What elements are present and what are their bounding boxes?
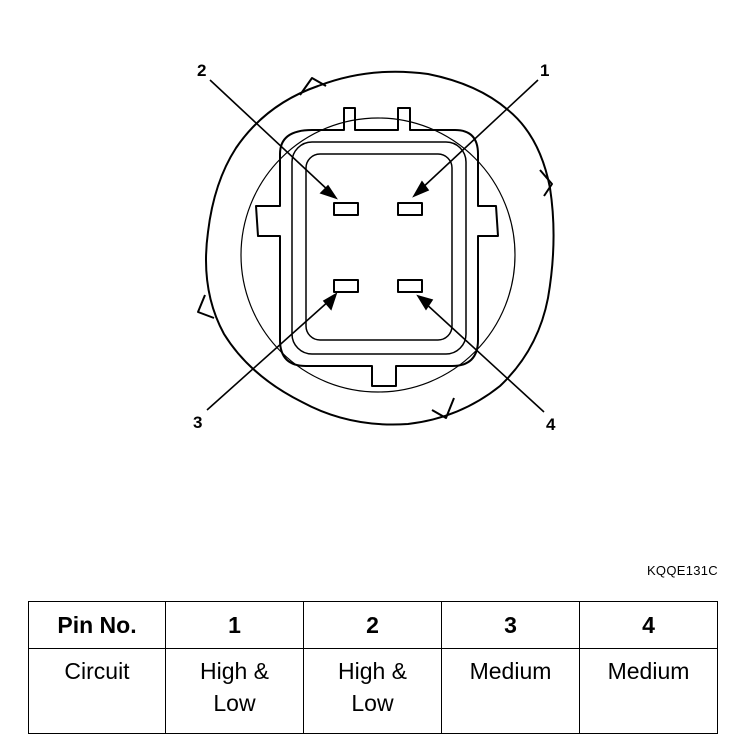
callout-1: 1 [540, 61, 549, 80]
circuit-cell-pin-3: Medium [441, 648, 580, 734]
cell-line: Low [213, 690, 256, 716]
leader-line-2 [209, 79, 331, 193]
hex-plate-edge [431, 397, 455, 419]
cell-line: Low [351, 690, 394, 716]
circuit-cell-pin-2: High & Low [303, 648, 442, 734]
cell-line: High & [337, 658, 408, 684]
hex-plate-edge [197, 294, 215, 319]
leader-line-3 [206, 299, 331, 411]
sensor-body-outline [205, 70, 555, 426]
pin-circuit-table: Pin No. 1 2 3 4 Circuit High & Low High … [28, 601, 718, 734]
connector-diagram: 2 1 3 4 [193, 61, 556, 434]
row-label-circuit: Circuit [28, 648, 166, 734]
circuit-cell-pin-1: High & Low [165, 648, 304, 734]
pin-2 [333, 202, 359, 216]
table-header-row: Pin No. 1 2 3 4 [28, 601, 718, 649]
connector-housing [255, 107, 499, 387]
connector-cavity [305, 153, 453, 341]
figure-code: KQQE131C [646, 563, 718, 578]
circuit-cell-pin-4: Medium [579, 648, 718, 734]
table-circuit-row: Circuit High & Low High & Low Medium Med… [28, 648, 718, 734]
callout-3: 3 [193, 413, 202, 432]
leader-line-4 [423, 301, 545, 413]
pin-1 [397, 202, 423, 216]
header-pin-no: Pin No. [28, 601, 166, 649]
pin-4 [397, 279, 423, 293]
cell-line: High & [199, 658, 270, 684]
cell-line: Medium [469, 658, 552, 684]
hex-plate-edge [539, 169, 553, 197]
arrowhead-2 [319, 184, 338, 200]
arrowhead-4 [416, 294, 434, 311]
callout-2: 2 [197, 61, 206, 80]
header-pin-4: 4 [579, 601, 718, 649]
leader-line-1 [419, 79, 539, 191]
connector-inner-rim [291, 141, 467, 355]
cell-line: Medium [607, 658, 690, 684]
hex-plate-edge [299, 77, 327, 96]
arrowhead-3 [322, 292, 338, 311]
header-pin-3: 3 [441, 601, 580, 649]
pin-3 [333, 279, 359, 293]
callout-4: 4 [546, 415, 556, 434]
header-pin-1: 1 [165, 601, 304, 649]
arrowhead-1 [412, 180, 430, 198]
header-pin-2: 2 [303, 601, 442, 649]
thread-circle [240, 117, 516, 393]
